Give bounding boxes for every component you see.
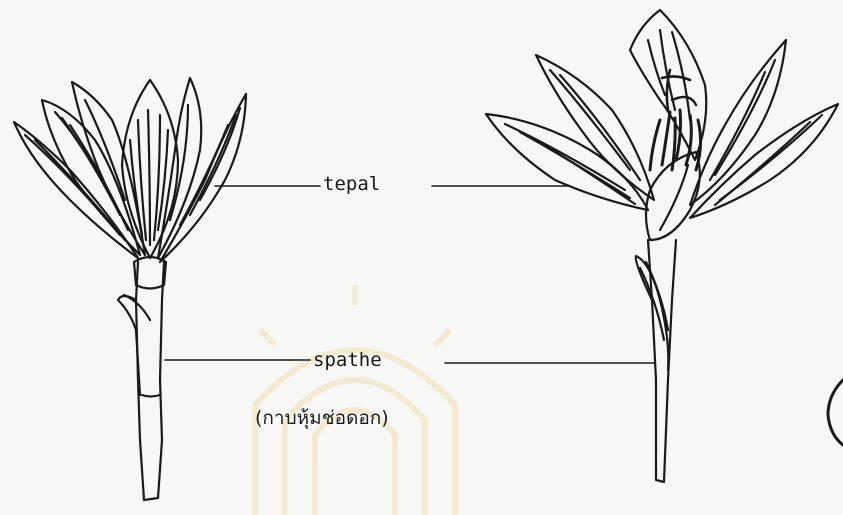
right-flower-drawing	[486, 10, 838, 482]
tepal-label: tepal	[323, 173, 380, 195]
spathe-thai-label: (กาบหุ้มช่อดอก)	[255, 403, 389, 433]
left-flower-drawing	[14, 78, 246, 500]
spathe-label: spathe	[313, 349, 382, 371]
edge-fragment	[828, 380, 843, 445]
